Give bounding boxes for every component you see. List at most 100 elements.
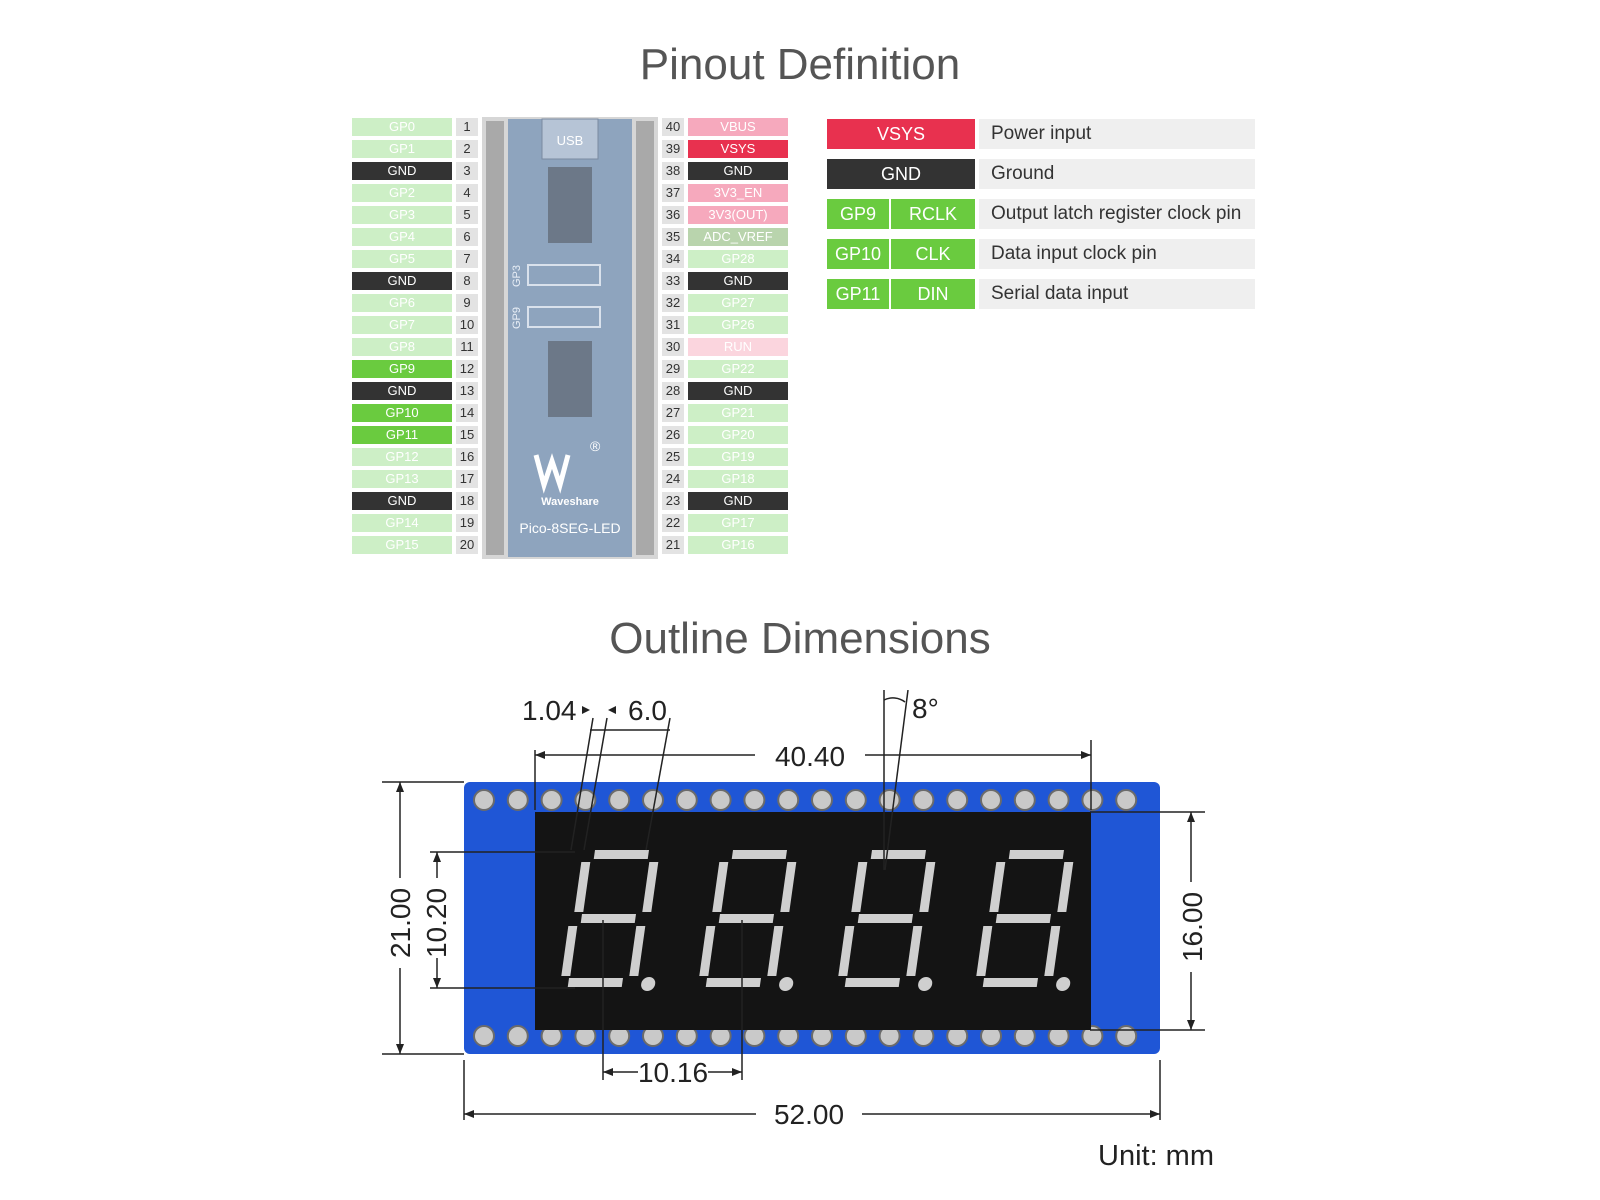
legend-gpio: GP11 bbox=[827, 279, 889, 309]
pin-number: 22 bbox=[662, 514, 684, 532]
pin-number: 17 bbox=[456, 470, 478, 488]
pin-hole bbox=[912, 789, 935, 811]
segment bbox=[767, 926, 784, 976]
board-model: Pico-8SEG-LED bbox=[519, 520, 620, 536]
pin-number: 10 bbox=[456, 316, 478, 334]
pin-name: GP19 bbox=[688, 448, 788, 466]
dim-52-00: 52.00 bbox=[774, 1099, 844, 1130]
pin-number: 13 bbox=[456, 382, 478, 400]
pin-name: RUN bbox=[688, 338, 788, 356]
pin-name: 3V3_EN bbox=[688, 184, 788, 202]
dim-1-04: 1.04 bbox=[522, 695, 577, 726]
legend-description: Power input bbox=[979, 119, 1255, 149]
segment bbox=[844, 978, 901, 987]
pin-name: GP13 bbox=[352, 470, 452, 488]
pin-hole bbox=[1081, 1025, 1104, 1047]
pin-number: 19 bbox=[456, 514, 478, 532]
pin-number: 6 bbox=[456, 228, 478, 246]
pin-number: 7 bbox=[456, 250, 478, 268]
pin-number: 39 bbox=[662, 140, 684, 158]
pin-number: 29 bbox=[662, 360, 684, 378]
pin-hole bbox=[946, 789, 969, 811]
pin-number: 40 bbox=[662, 118, 684, 136]
pin-name: GP1 bbox=[352, 140, 452, 158]
pin-name: VBUS bbox=[688, 118, 788, 136]
pin-hole bbox=[506, 789, 529, 811]
registered-mark: ® bbox=[590, 438, 601, 454]
dim-6-0: 6.0 bbox=[628, 695, 667, 726]
legend-description: Ground bbox=[979, 159, 1255, 189]
pin-number: 26 bbox=[662, 426, 684, 444]
pin-hole bbox=[608, 789, 631, 811]
pin-number: 5 bbox=[456, 206, 478, 224]
dim-10-20: 10.20 bbox=[421, 888, 452, 958]
pin-hole bbox=[1013, 789, 1036, 811]
pin-name: GND bbox=[352, 382, 452, 400]
pin-name: GP15 bbox=[352, 536, 452, 554]
segment bbox=[1057, 862, 1074, 912]
legend-description: Data input clock pin bbox=[979, 239, 1255, 269]
pin-number: 23 bbox=[662, 492, 684, 510]
pin-number: 8 bbox=[456, 272, 478, 290]
segment bbox=[712, 862, 729, 912]
segment bbox=[906, 926, 923, 976]
pin-hole bbox=[473, 1025, 495, 1047]
segment bbox=[705, 978, 762, 987]
pin-name: ADC_VREF bbox=[688, 228, 788, 246]
pin-number: 21 bbox=[662, 536, 684, 554]
pin-number: 33 bbox=[662, 272, 684, 290]
pin-number: 32 bbox=[662, 294, 684, 312]
decimal-point bbox=[918, 977, 933, 991]
pin-name: GP2 bbox=[352, 184, 452, 202]
pin-name: GP10 bbox=[352, 404, 452, 422]
legend-gpio: GP9 bbox=[827, 199, 889, 229]
pin-number: 35 bbox=[662, 228, 684, 246]
pin-name: GP27 bbox=[688, 294, 788, 312]
pin-number: 38 bbox=[662, 162, 684, 180]
pin-number: 18 bbox=[456, 492, 478, 510]
pin-name: GP5 bbox=[352, 250, 452, 268]
pin-hole bbox=[844, 789, 867, 811]
pin-hole bbox=[980, 789, 1002, 811]
segment bbox=[857, 914, 914, 923]
pin-name: GP6 bbox=[352, 294, 452, 312]
segment bbox=[580, 914, 637, 923]
pin-name: 3V3(OUT) bbox=[688, 206, 788, 224]
pin-hole bbox=[878, 789, 901, 811]
usb-label: USB bbox=[557, 133, 584, 148]
segment bbox=[976, 926, 993, 976]
legend-description: Output latch register clock pin bbox=[979, 199, 1255, 229]
segment bbox=[1008, 850, 1064, 859]
pin-name: GND bbox=[352, 492, 452, 510]
pin-number: 30 bbox=[662, 338, 684, 356]
pin-name: GP18 bbox=[688, 470, 788, 488]
pin-name: GND bbox=[352, 162, 452, 180]
legend-label: VSYS bbox=[827, 119, 975, 149]
pin-number: 28 bbox=[662, 382, 684, 400]
pin-name: GP9 bbox=[352, 360, 452, 378]
decimal-point bbox=[641, 977, 656, 991]
pin-hole bbox=[642, 789, 664, 811]
segment bbox=[851, 862, 868, 912]
pin-number: 16 bbox=[456, 448, 478, 466]
segment bbox=[567, 978, 624, 987]
legend-label: RCLK bbox=[891, 199, 975, 229]
pin-number: 37 bbox=[662, 184, 684, 202]
pin-name: GP22 bbox=[688, 360, 788, 378]
segment bbox=[642, 862, 659, 912]
pin-name: GP26 bbox=[688, 316, 788, 334]
pin-name: VSYS bbox=[688, 140, 788, 158]
pin-hole bbox=[1115, 789, 1138, 811]
pin-number: 31 bbox=[662, 316, 684, 334]
pin-name: GP4 bbox=[352, 228, 452, 246]
legend-gpio: GP10 bbox=[827, 239, 889, 269]
pin-number: 24 bbox=[662, 470, 684, 488]
segment bbox=[699, 926, 716, 976]
outline-title: Outline Dimensions bbox=[609, 614, 991, 663]
legend-label: DIN bbox=[891, 279, 975, 309]
decimal-point bbox=[779, 977, 794, 991]
pin-name: GP0 bbox=[352, 118, 452, 136]
segment bbox=[780, 862, 797, 912]
pin-number: 14 bbox=[456, 404, 478, 422]
